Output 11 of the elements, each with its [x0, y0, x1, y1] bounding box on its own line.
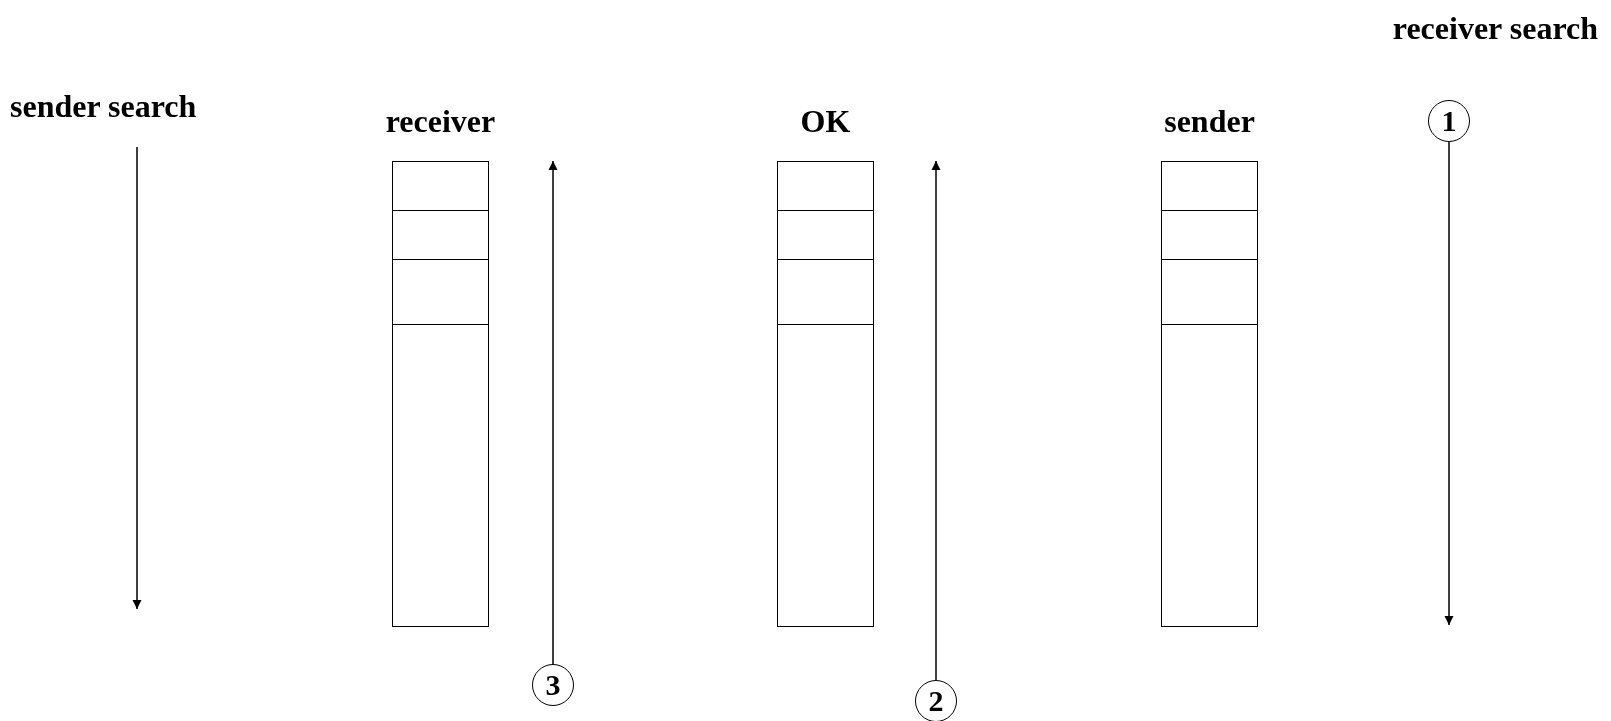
- arrow: [548, 160, 558, 665]
- direction-label: sender search: [10, 87, 197, 125]
- step-circle: 2: [915, 680, 957, 721]
- arrow: [931, 160, 941, 681]
- stack-title: receiver: [385, 103, 496, 140]
- stack-title: OK: [800, 103, 851, 140]
- direction-label: receiver search: [1392, 9, 1598, 47]
- arrow: [1444, 141, 1454, 626]
- step-circle: 1: [1428, 100, 1470, 142]
- stack-title: sender: [1164, 103, 1255, 140]
- step-circle: 3: [532, 664, 574, 706]
